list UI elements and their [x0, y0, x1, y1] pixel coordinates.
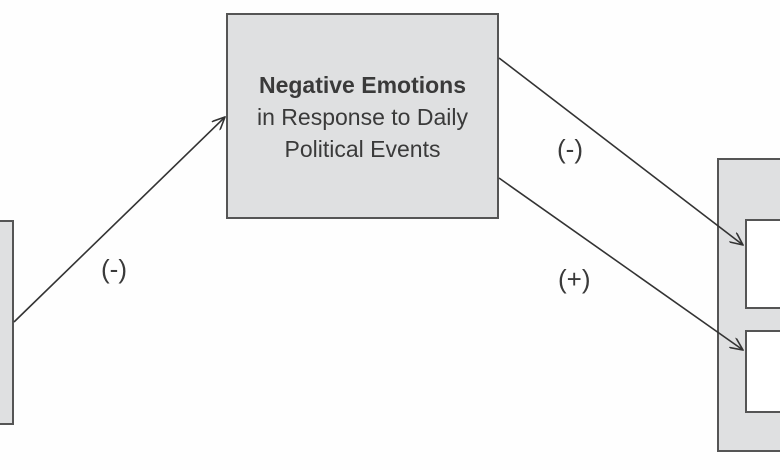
arrow-mediator-to-outcome-bottom: [498, 177, 743, 350]
mediator-box: Negative Emotions in Response to Daily P…: [226, 13, 499, 219]
path-sign-label: (+): [558, 264, 591, 294]
mediator-title: Negative Emotions: [258, 72, 467, 98]
predictor-box: [0, 220, 14, 425]
path-sign-label: (-): [557, 134, 583, 164]
outcome-bottom-box: [745, 330, 780, 413]
outcome-top-box: [745, 219, 780, 309]
path-sign-label: (-): [101, 254, 127, 284]
arrow-mediator-to-outcome-top: [498, 57, 743, 245]
mediator-line2: in Response to Daily: [257, 104, 468, 130]
mediator-line3: Political Events: [284, 136, 441, 162]
arrow-predictor-to-mediator: [13, 117, 225, 323]
